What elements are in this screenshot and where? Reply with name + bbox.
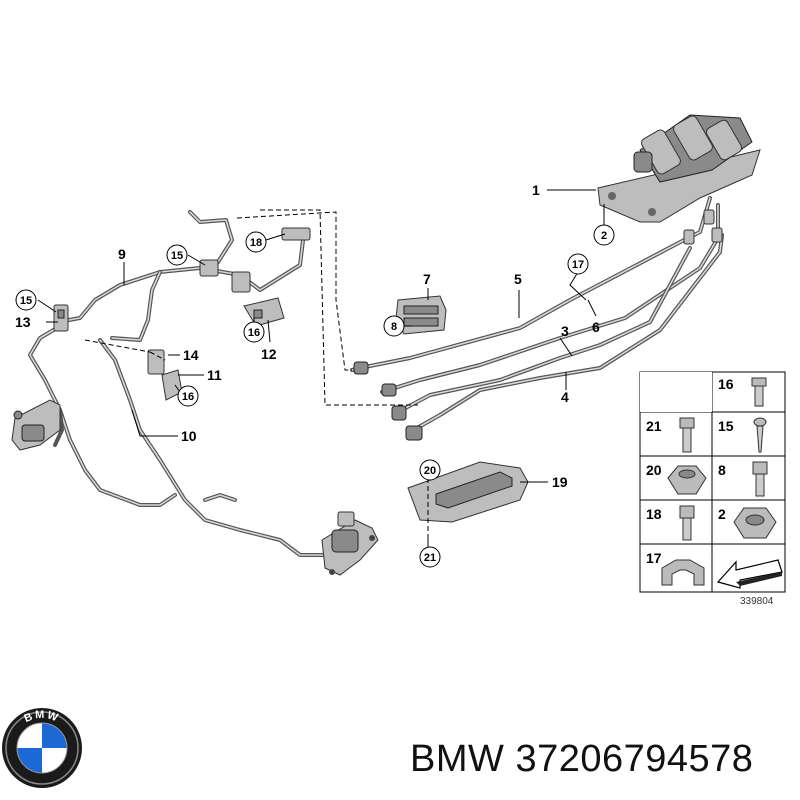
pipe-9 [56,210,306,342]
callout-20: 20 [424,465,436,477]
callout-5: 5 [514,271,522,287]
svg-text:BMW: BMW [22,709,61,725]
legend-2: 2 [718,506,726,522]
caption-brand: BMW [410,738,505,780]
callout-9: 9 [118,246,126,262]
callout-21: 21 [424,552,436,564]
callout-10: 10 [181,428,197,444]
diagram-ref-number: 339804 [740,596,774,607]
legend-21: 21 [646,418,662,434]
callout-14: 14 [183,347,199,363]
legend-8: 8 [718,462,726,478]
clip-12 [243,297,285,327]
dashed-guides [84,209,429,535]
control-unit-19 [407,461,529,523]
callout-2: 2 [601,230,607,242]
legend-16: 16 [718,376,734,392]
legend-17: 17 [646,550,662,566]
callout-17: 17 [572,259,584,271]
callout-16-mid: 16 [248,327,260,339]
lower-right-valve [321,511,379,576]
callout-15-top: 15 [171,250,183,262]
callout-12: 12 [261,346,277,362]
fastener-legend: 16 21 15 20 8 18 2 17 339804 [639,371,786,607]
callout-6: 6 [592,319,600,335]
callouts: 1 2 3 4 5 6 7 8 9 10 11 12 13 14 15 15 1… [15,182,615,568]
pipe-bundle-rear [350,196,724,441]
clip-14 [147,349,165,375]
valve-block-assembly [597,114,761,223]
callout-7: 7 [423,271,431,287]
callout-3: 3 [561,323,569,339]
callout-11: 11 [207,367,222,383]
callout-18: 18 [250,237,262,249]
clip-18 [281,227,311,241]
callout-4: 4 [561,389,569,405]
callout-19: 19 [552,474,568,490]
legend-18: 18 [646,506,662,522]
callout-1: 1 [532,182,540,198]
clip-15-top [199,259,251,293]
leader-lines [37,189,605,548]
callout-8: 8 [391,321,397,333]
part-caption: BMW 37206794578 [410,738,753,781]
caption-part-number: 37206794578 [515,738,754,780]
logo-text: BMW [22,709,59,725]
left-bracket [11,399,61,451]
legend-20: 20 [646,462,662,478]
bmw-logo: BMW [2,708,82,788]
legend-15: 15 [718,418,734,434]
callout-15-left: 15 [20,295,32,307]
callout-16-left: 16 [182,391,194,403]
clip-13 [53,304,69,332]
pipe-10 [28,323,332,557]
callout-13: 13 [15,314,31,330]
